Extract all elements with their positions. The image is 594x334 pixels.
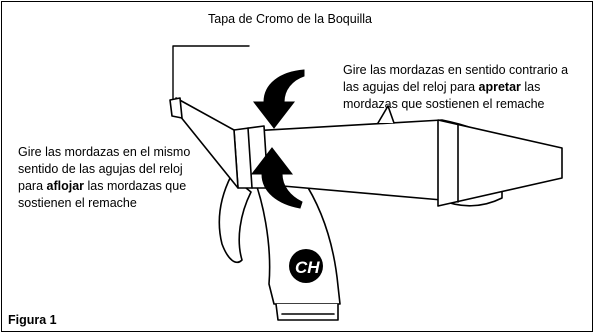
nozzle-callout-bracket — [172, 45, 250, 100]
arrow-counterclockwise-icon — [252, 69, 305, 129]
nozzle-label: Tapa de Cromo de la Boquilla — [208, 12, 372, 26]
loosen-instruction: Gire las mordazas en el mismo sentido de… — [18, 145, 191, 210]
handle-base — [275, 303, 339, 321]
rivet-tool-illustration: CH — [169, 45, 563, 321]
ch-logo-icon: CH — [289, 249, 323, 283]
nozzle-tip — [169, 97, 183, 119]
trigger — [218, 175, 252, 264]
rear-cone — [437, 119, 563, 207]
arrow-clockwise-icon — [250, 147, 303, 209]
rear-fin — [377, 105, 395, 124]
svg-text:CH: CH — [295, 258, 320, 277]
figure-caption: Figura 1 — [8, 313, 57, 327]
tighten-instruction: Gire las mordazas en sentido contrario a… — [343, 63, 569, 111]
